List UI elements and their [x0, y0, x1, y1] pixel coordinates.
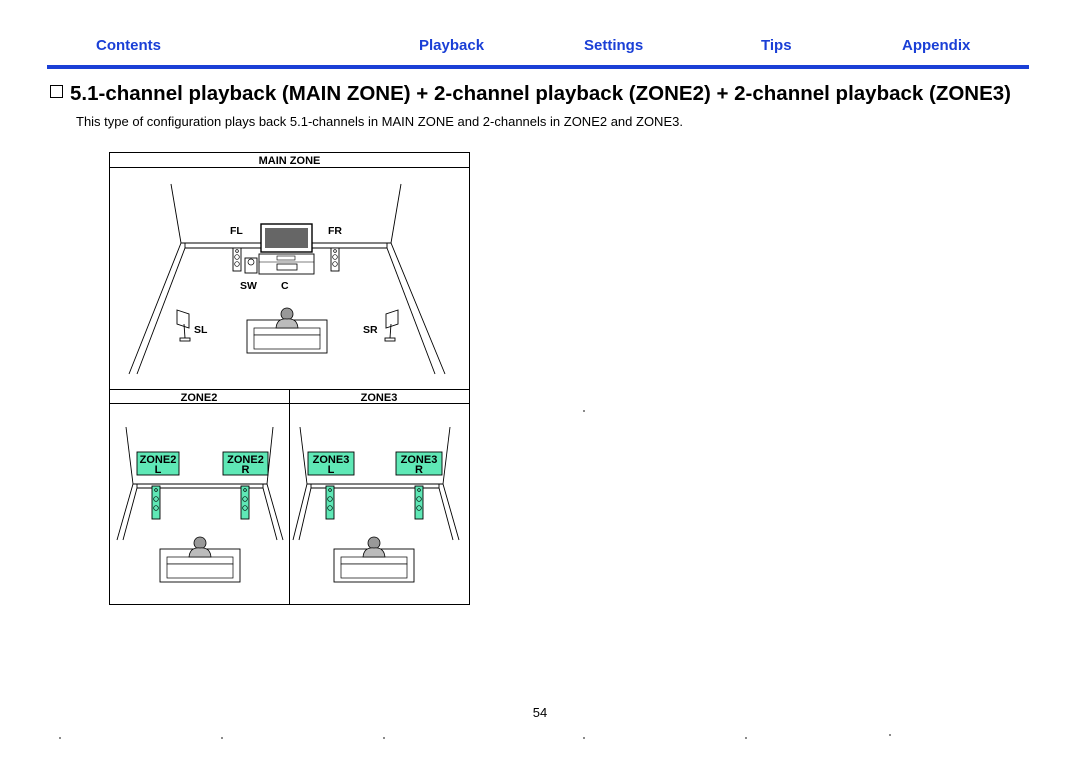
- artifact-dot: [889, 734, 891, 736]
- zone2-left-channel: L: [155, 464, 162, 476]
- zone2-right-zone: ZONE2: [227, 454, 264, 466]
- checkbox-bullet-icon: [50, 85, 63, 98]
- top-navigation: Contents Playback Settings Tips Appendix: [0, 37, 1080, 57]
- zone3-left-channel: L: [328, 464, 335, 476]
- zone3-left-label: ZONE3 L: [307, 451, 355, 476]
- front-right-speaker-icon: [330, 247, 340, 272]
- nav-divider: [47, 65, 1029, 69]
- zone3-right-speaker-icon: [414, 485, 424, 520]
- nav-playback-link[interactable]: Playback: [419, 37, 485, 54]
- zone3-right-channel: R: [415, 464, 423, 476]
- artifact-dot: [583, 737, 585, 739]
- speaker-label-sl: SL: [194, 324, 208, 336]
- artifact-dot: [583, 410, 585, 412]
- artifact-dot: [221, 737, 223, 739]
- zone2-left-label: ZONE2 L: [136, 451, 180, 476]
- section-heading-text: 5.1-channel playback (MAIN ZONE) + 2-cha…: [70, 82, 1011, 105]
- zone2-left-zone: ZONE2: [140, 454, 177, 466]
- subwoofer-icon: [244, 257, 258, 274]
- zone3-room: [292, 426, 460, 541]
- zone2-right-label: ZONE2 R: [222, 451, 269, 476]
- speaker-label-sw: SW: [240, 280, 257, 292]
- zone2-left-speaker-icon: [151, 485, 161, 520]
- zone2-title: ZONE2: [181, 392, 218, 404]
- speaker-layout-diagram: MAIN ZONE ZONE2 ZONE3 FL FR SW C: [109, 152, 470, 605]
- zone2-right-channel: R: [242, 464, 250, 476]
- nav-settings-link[interactable]: Settings: [584, 37, 644, 54]
- zone3-right-zone: ZONE3: [401, 454, 438, 466]
- artifact-dot: [59, 737, 61, 739]
- page-number: 54: [532, 705, 548, 720]
- zone3-right-label: ZONE3 R: [395, 451, 443, 476]
- section-heading: 5.1-channel playback (MAIN ZONE) + 2-cha…: [50, 82, 1050, 110]
- speaker-label-fl: FL: [230, 225, 243, 237]
- artifact-dot: [745, 737, 747, 739]
- speaker-label-fr: FR: [328, 225, 342, 237]
- zone2-right-speaker-icon: [240, 485, 250, 520]
- zone3-left-speaker-icon: [325, 485, 335, 520]
- artifact-dot: [383, 737, 385, 739]
- nav-appendix-link[interactable]: Appendix: [902, 37, 971, 54]
- zone3-title: ZONE3: [361, 392, 398, 404]
- front-left-speaker-icon: [232, 247, 242, 272]
- surround-right-speaker-icon: [384, 309, 399, 342]
- speaker-label-sr: SR: [363, 324, 378, 336]
- nav-contents-link[interactable]: Contents: [96, 37, 161, 54]
- center-speaker-icon: [276, 263, 298, 271]
- zone3-left-zone: ZONE3: [313, 454, 350, 466]
- main-zone-title: MAIN ZONE: [259, 155, 321, 167]
- nav-tips-link[interactable]: Tips: [761, 37, 792, 54]
- section-description: This type of configuration plays back 5.…: [76, 114, 683, 129]
- surround-left-speaker-icon: [176, 309, 191, 342]
- speaker-label-c: C: [281, 280, 289, 292]
